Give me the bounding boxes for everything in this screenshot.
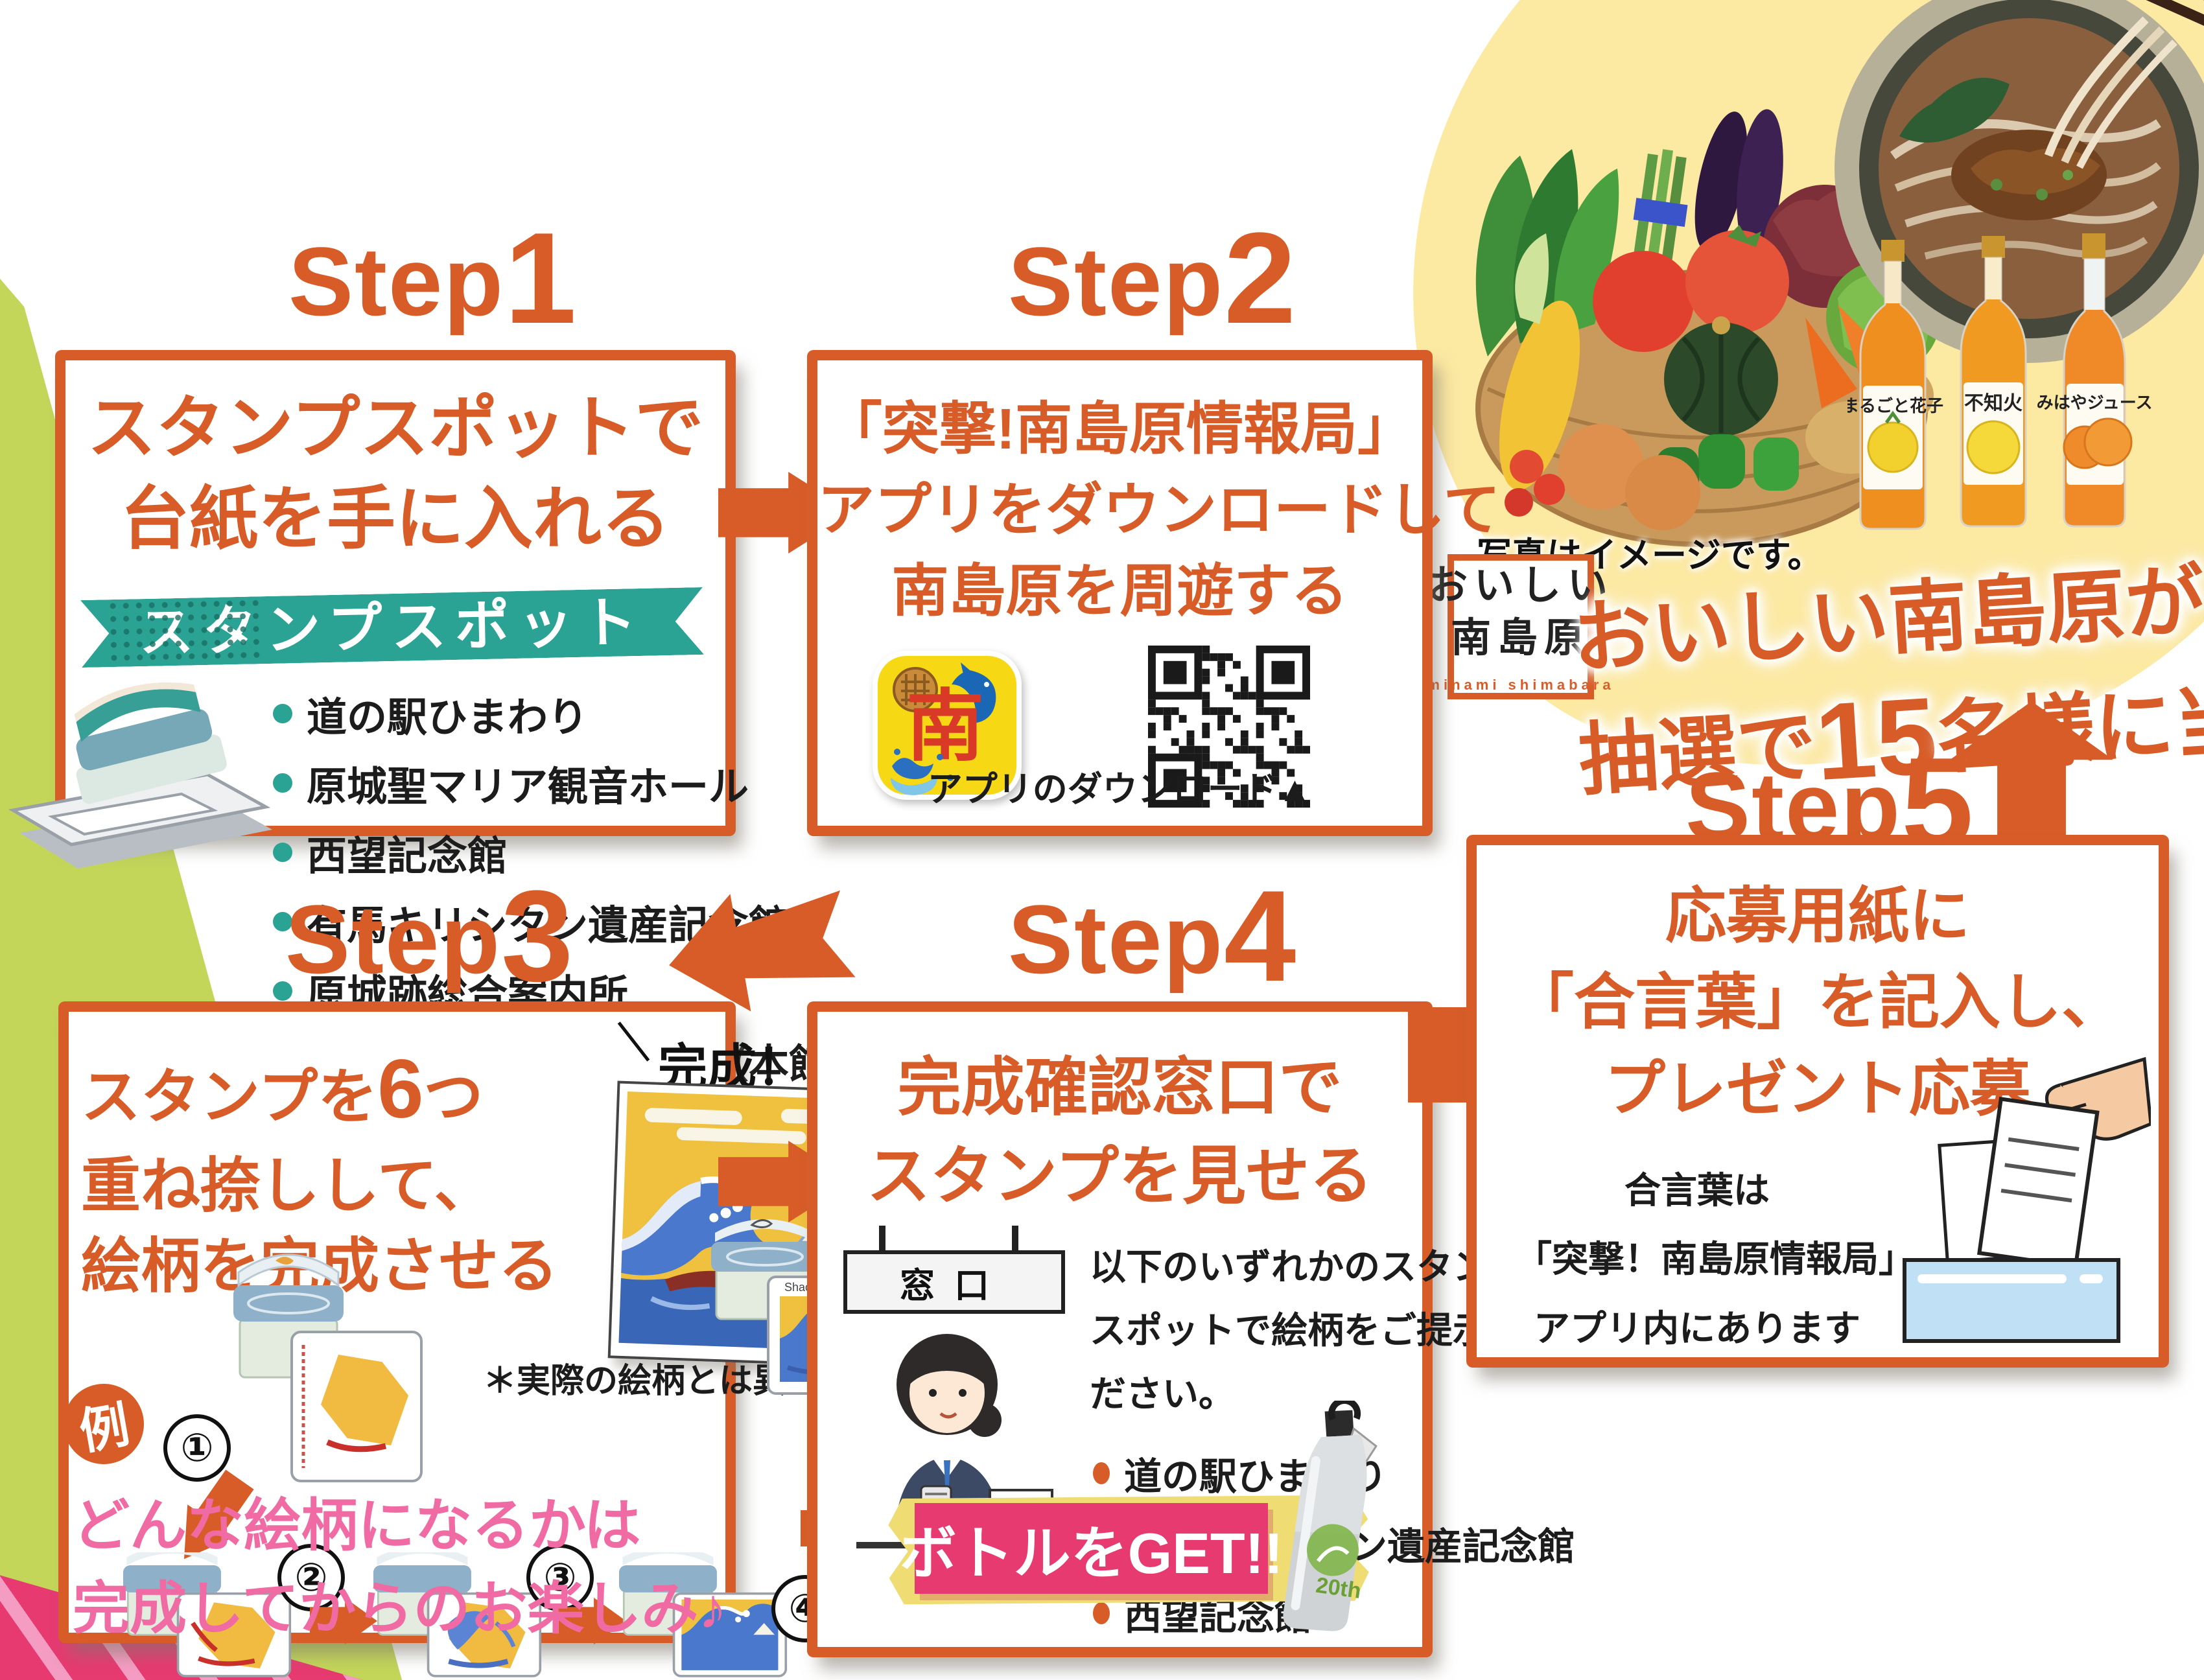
- stamp-sequence-3: [373, 1552, 542, 1677]
- stamp-sequence-2: [123, 1552, 292, 1677]
- step5-heading: 応募用紙に 「合言葉」を記入し、 プレゼント応募: [1512, 881, 2122, 1123]
- qr-caption: アプリのダウンロード▲: [927, 770, 1313, 809]
- step2-title: Step2: [1008, 206, 1298, 351]
- logo-line-2: 南島原: [1451, 616, 1591, 660]
- orange-bullet-icon: [1093, 1602, 1110, 1624]
- qr-code: [1148, 646, 1310, 808]
- svg-text:不知火: 不知火: [1964, 393, 2022, 414]
- orange-bullet-icon: [1093, 1462, 1110, 1484]
- prize-bottle: 20th: [1283, 1401, 1378, 1631]
- svg-text:みはやジュース: みはやジュース: [2037, 393, 2153, 412]
- logo-romaji: minami shimabara: [1427, 676, 1615, 693]
- window-sign-posts: [879, 1226, 885, 1252]
- teal-bullet-icon: [273, 773, 292, 793]
- app-icon: 南: [873, 651, 1022, 800]
- bottle-get-banner: ボトルをGET!!: [900, 1503, 1283, 1594]
- step3-title: Step3: [285, 864, 575, 1009]
- window-sign-posts2: [1012, 1226, 1018, 1252]
- svg-text:まるごと花子: まるごと花子: [1847, 396, 1943, 415]
- step1-title: Step1: [288, 206, 578, 351]
- logo-line-1: おいしい: [1427, 563, 1615, 608]
- step3-heading: スタンプを6つ 重ね捺しして、 絵柄を完成させる: [81, 1043, 558, 1300]
- juice-bottle-1: まるごと花子: [1847, 240, 1943, 530]
- step3-teaser-lines: どんな絵柄になるかは 完成してからのお楽しみ♪: [73, 1493, 727, 1640]
- step4-body: 以下のいずれかのスタンプ スポットで絵柄をご提示く ださい。: [1090, 1246, 1525, 1414]
- window-sign: 窓口: [843, 1250, 1065, 1314]
- svg-text:南: 南: [906, 683, 984, 770]
- oishii-minamishimabara-logo: おいしい 南島原 minami shimabara: [1427, 554, 1611, 699]
- step4-title: Step4: [1008, 864, 1298, 1009]
- teal-bullet-icon: [273, 843, 292, 862]
- stamp-spot-ribbon: スタンプスポット: [80, 587, 704, 668]
- teal-bullet-icon: [273, 912, 292, 931]
- step5-body: 合言葉は 「突撃！南島原情報局」 アプリ内にあります: [1516, 1170, 1915, 1349]
- seq-number-1: ①: [163, 1414, 231, 1482]
- teal-bullet-icon: [273, 704, 292, 723]
- juice-bottle-2: 不知火: [1960, 236, 2027, 528]
- list-item: 道の駅ひまわり: [273, 684, 869, 743]
- stamp-illustration: [8, 682, 272, 869]
- step4-box: 完成確認窓口で スタンプを見せる 以下のいずれかのスタンプ スポットで絵柄をご提…: [807, 1001, 1575, 1657]
- noodle-bowl-photo: [1835, 0, 2204, 363]
- ballot-box-illustration: [1903, 1056, 2151, 1343]
- step5-box: 応募用紙に 「合言葉」を記入し、 プレゼント応募 合言葉は 「突撃！南島原情報局…: [1466, 835, 2169, 1368]
- juice-bottle-3: みはやジュース: [2037, 233, 2153, 528]
- list-item: 西望記念館: [273, 823, 869, 881]
- step2-heading: 「突撃!南島原情報局」 アプリをダウンロードして 南島原を周遊する: [817, 397, 1501, 623]
- list-item: 原城聖マリア観音ホール: [273, 754, 869, 812]
- stamp-sequence-1: [233, 1254, 423, 1482]
- step1-heading: スタンプスポットで 台紙を手に入れる: [87, 390, 704, 557]
- juice-bottles-photo: まるごと花子 不知火 みはやジュース: [1847, 233, 2153, 530]
- step2-box: 「突撃!南島原情報局」 アプリをダウンロードして 南島原を周遊する 南: [807, 350, 1501, 836]
- teal-bullet-icon: [273, 981, 292, 1001]
- step4-heading: 完成確認窓口で スタンプを見せる: [866, 1051, 1374, 1212]
- list-item: 西望記念館: [1093, 1586, 1575, 1640]
